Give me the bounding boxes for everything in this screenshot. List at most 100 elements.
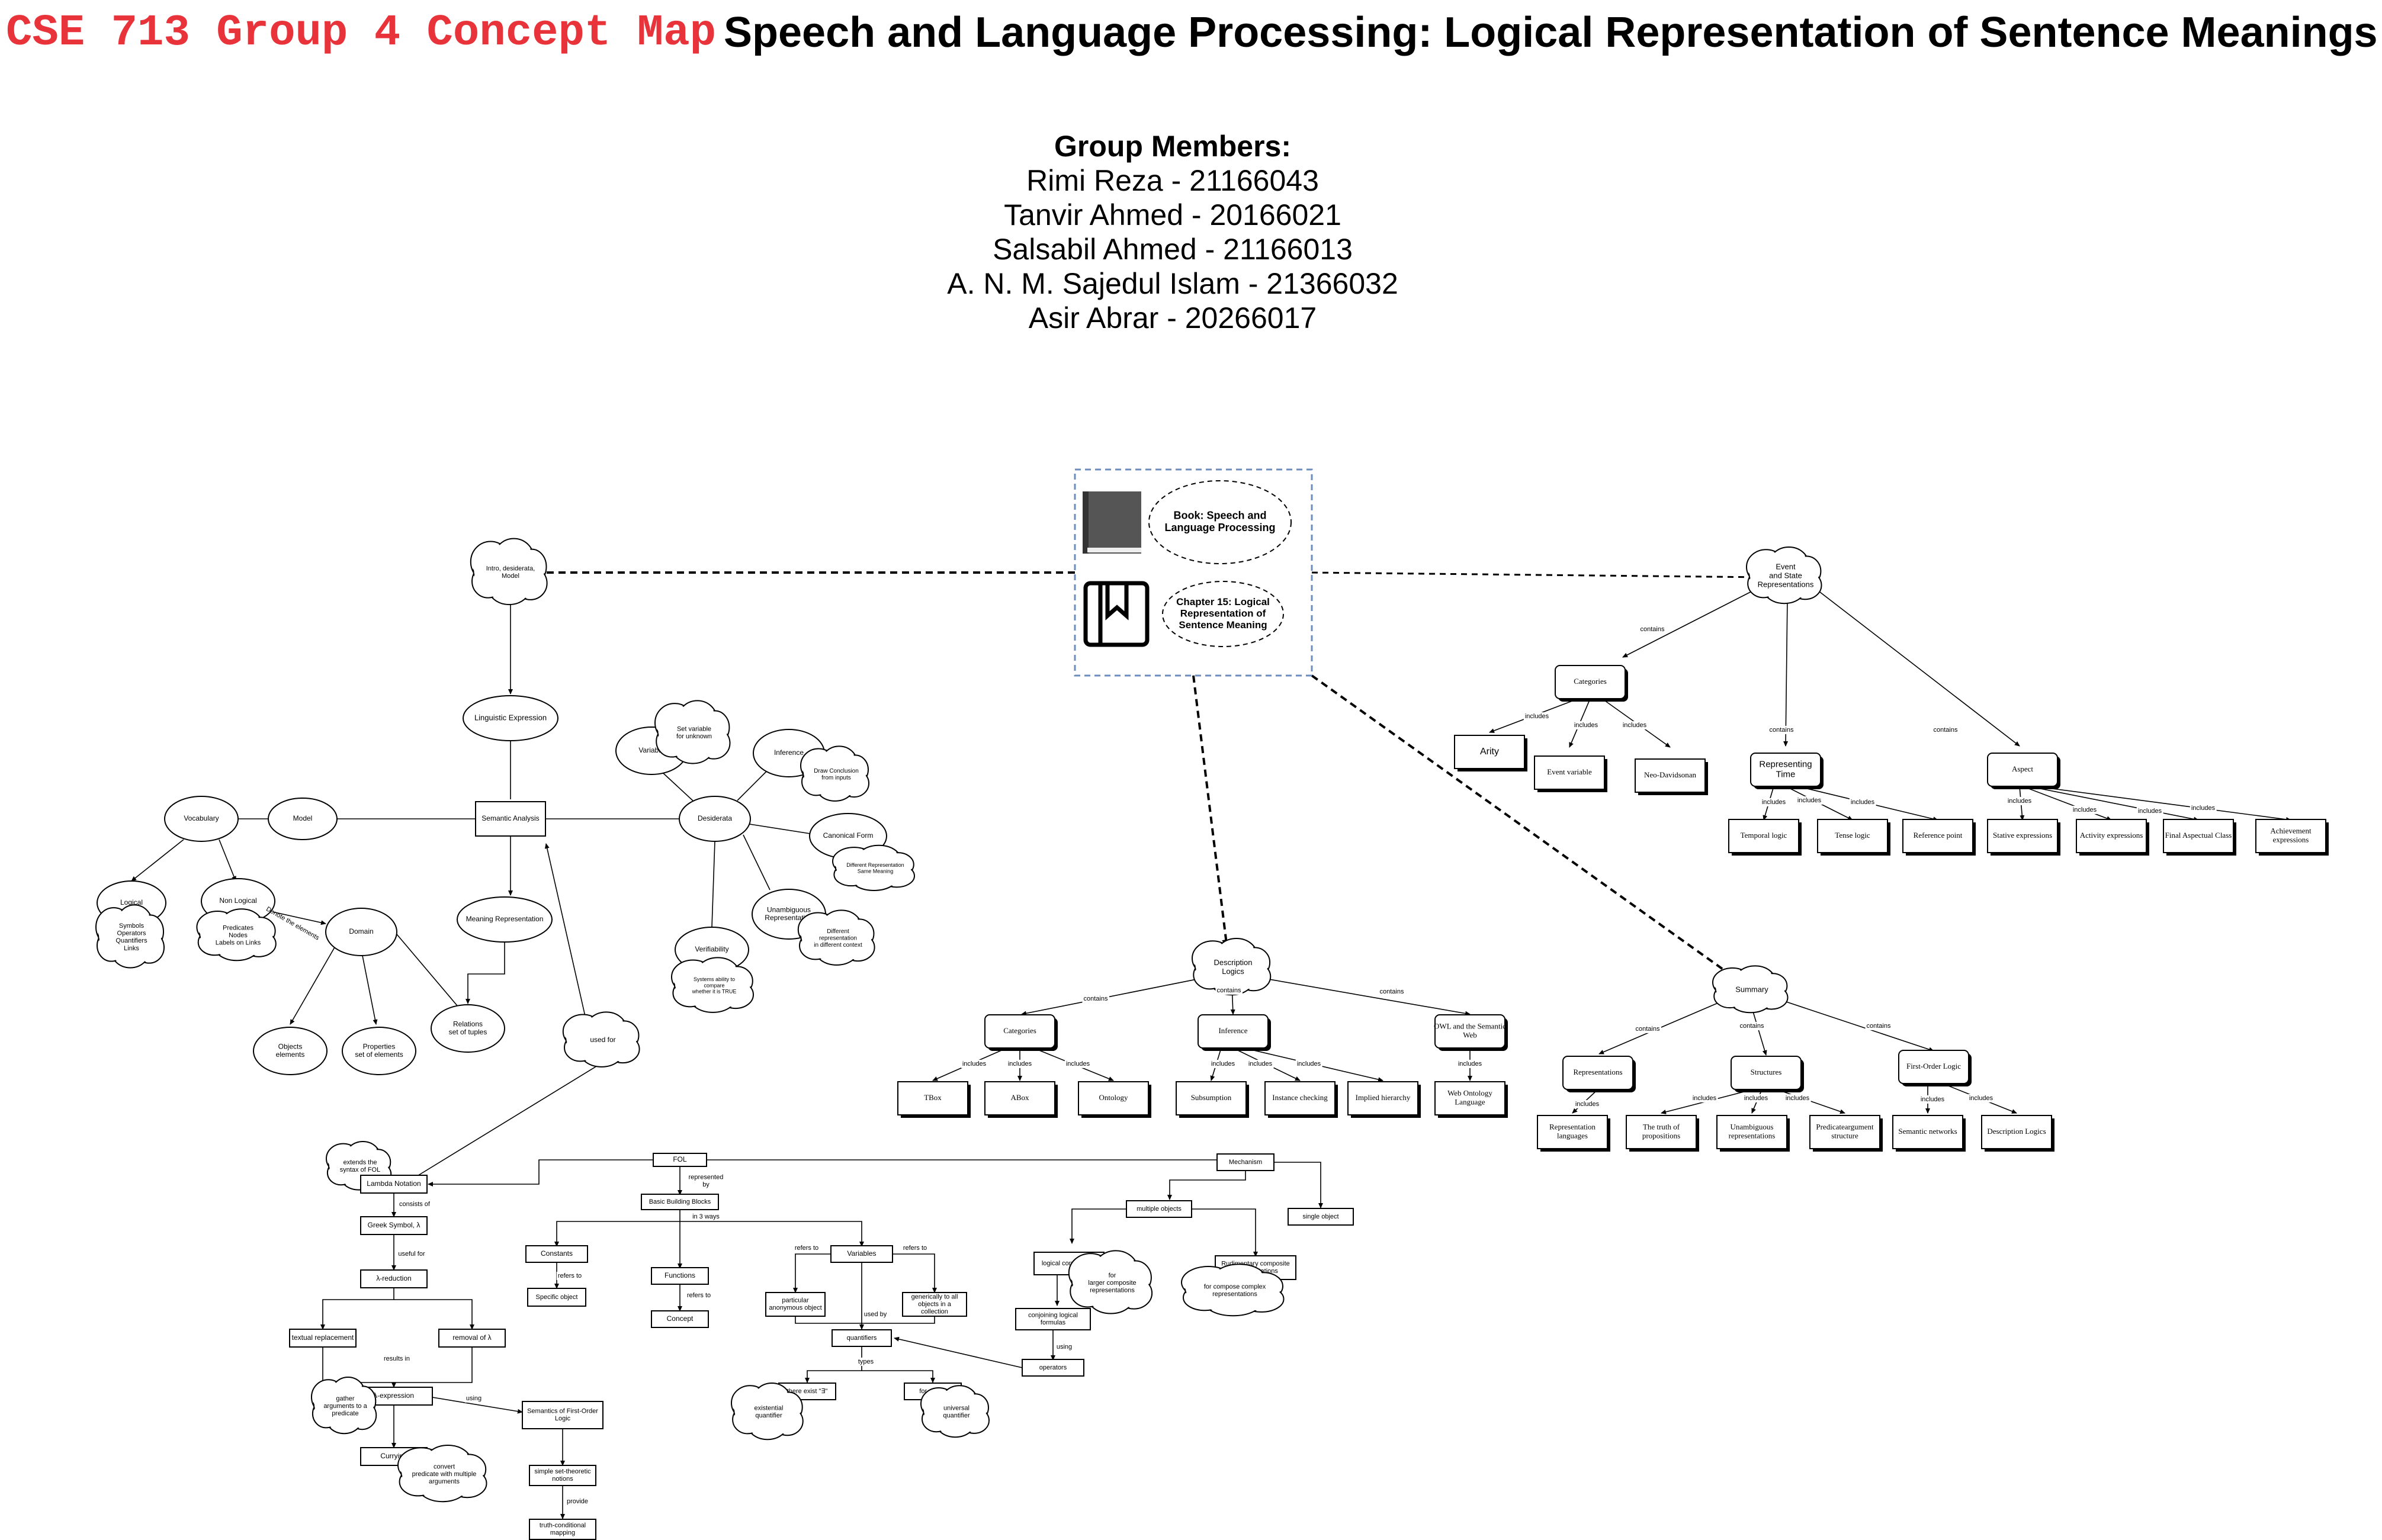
basic-blocks-node-label: Basic Building Blocks: [649, 1198, 711, 1205]
description-logics-node[interactable]: Description Logics: [1981, 1115, 2054, 1152]
abox-node[interactable]: ABox: [984, 1081, 1058, 1118]
ontology-node[interactable]: Ontology: [1078, 1081, 1151, 1118]
textual-replacement-node[interactable]: textual replacement: [289, 1329, 357, 1348]
removal-lambda-node[interactable]: removal of λ: [438, 1329, 506, 1348]
multiple-objects-node[interactable]: multiple objects: [1126, 1200, 1192, 1218]
member-1: Rimi Reza - 21166043: [1026, 164, 1319, 197]
linguistic-expression-node[interactable]: Linguistic Expression: [463, 695, 558, 741]
quantifiers-node[interactable]: quantifiers: [832, 1329, 892, 1347]
domain-node[interactable]: Domain: [325, 908, 397, 956]
dl-categories-node[interactable]: Categories: [984, 1014, 1058, 1051]
edge-vocab-nonlogical: [219, 839, 236, 882]
ev-inc-3: includes: [1623, 722, 1647, 729]
activity-node[interactable]: Activity expressions: [2076, 819, 2149, 856]
mechanism-node[interactable]: Mechanism: [1216, 1153, 1275, 1171]
meaning-representation-node[interactable]: Meaning Representation: [457, 896, 553, 943]
instance-checking-node[interactable]: Instance checking: [1264, 1081, 1338, 1118]
predicate-argument-node-label-text: structure: [1831, 1131, 1858, 1140]
edge-event-categories: [1622, 586, 1763, 658]
sum-representations-node[interactable]: Representations: [1562, 1056, 1636, 1092]
temporal-logic-node[interactable]: Temporal logic: [1728, 819, 1802, 856]
ev-contains-2: contains: [1770, 726, 1794, 734]
semantics-fol-node-label-text: Logic: [555, 1415, 571, 1422]
tense-logic-node[interactable]: Tense logic: [1817, 819, 1890, 856]
arity-node[interactable]: Arity: [1454, 735, 1527, 771]
reference-point-node[interactable]: Reference point: [1902, 819, 1976, 856]
lambda-notation-node[interactable]: Lambda Notation: [360, 1175, 428, 1194]
vocabulary-node[interactable]: Vocabulary: [164, 796, 239, 842]
single-object-node[interactable]: single object: [1288, 1208, 1354, 1226]
dl-inference-node[interactable]: Inference: [1198, 1014, 1271, 1051]
concept-node-label: Concept: [667, 1314, 694, 1323]
desiderata-node[interactable]: Desiderata: [679, 796, 751, 842]
useful-for-label: useful for: [398, 1250, 425, 1258]
basic-blocks-node[interactable]: Basic Building Blocks: [641, 1194, 719, 1210]
ev-categories-node[interactable]: Categories: [1555, 665, 1628, 702]
quantifiers-node-label-text: quantifiers: [847, 1335, 877, 1342]
ev-inc-5-text: includes: [1797, 797, 1822, 804]
implied-hierarchy-node[interactable]: Implied hierarchy: [1347, 1081, 1421, 1118]
stative-node[interactable]: Stative expressions: [1987, 819, 2060, 856]
specific-object-node[interactable]: Specific object: [527, 1288, 586, 1307]
conjoining-node-label-text: formulas: [1041, 1319, 1066, 1326]
semantic-networks-node[interactable]: Semantic networks: [1892, 1115, 1966, 1152]
operators-node[interactable]: operators: [1022, 1359, 1084, 1377]
event-variable-node[interactable]: Event variable: [1534, 755, 1607, 792]
tense-logic-node-label-text: Tense logic: [1835, 831, 1870, 840]
greek-symbol-node-label: Greek Symbol, λ: [368, 1221, 420, 1229]
final-aspectual-node[interactable]: Final Aspectual Class: [2163, 819, 2236, 856]
greek-symbol-node[interactable]: Greek Symbol, λ: [360, 1216, 428, 1235]
canonical-cloud-label-text: Same Meaning: [858, 869, 894, 875]
dl-categories-node-label: Categories: [1003, 1026, 1036, 1035]
logical-cloud-label-text: Operators: [117, 930, 146, 937]
for-compose-cloud-label-text: representations: [1212, 1291, 1257, 1298]
concept-node[interactable]: Concept: [651, 1310, 709, 1328]
subsumption-node[interactable]: Subsumption: [1176, 1081, 1249, 1118]
arity-node-label: Arity: [1480, 747, 1499, 757]
functions-node[interactable]: Functions: [651, 1267, 709, 1285]
sum-structures-node[interactable]: Structures: [1731, 1056, 1804, 1092]
tbox-node[interactable]: TBox: [897, 1081, 971, 1118]
sum-structures-node-label: Structures: [1751, 1068, 1782, 1076]
results-in-label-text: results in: [384, 1355, 410, 1362]
types-label-text: types: [858, 1358, 874, 1365]
semantic-analysis-node[interactable]: Semantic Analysis: [475, 801, 546, 837]
edge-lexpr-semfol: [432, 1397, 523, 1414]
model-node[interactable]: Model: [268, 798, 338, 840]
aspect-node[interactable]: Aspect: [1987, 753, 2060, 789]
variables-node[interactable]: Variables: [830, 1245, 893, 1263]
edge-removal-lexpr: [391, 1347, 473, 1388]
constants-node[interactable]: Constants: [525, 1245, 588, 1263]
using-operators-label-text: using: [1057, 1343, 1072, 1351]
sum-fol-node[interactable]: First-Order Logic: [1898, 1050, 1972, 1086]
neo-davidsonan-node[interactable]: Neo-Davidsonan: [1635, 758, 1708, 795]
fol-node[interactable]: FOL: [653, 1153, 707, 1167]
objects-node-label-text: Objects: [278, 1042, 303, 1050]
edge-usedfor-semantic: [544, 843, 587, 1022]
lambda-reduction-node[interactable]: λ-reduction: [360, 1269, 428, 1288]
variable-cloud-label-text: for unknown: [676, 733, 712, 740]
